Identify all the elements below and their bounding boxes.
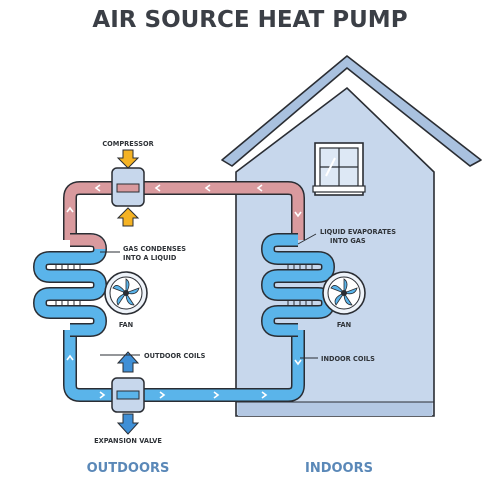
fan-icon bbox=[104, 271, 148, 315]
indoor-fan-label: FAN bbox=[337, 321, 351, 329]
compressor-arrow-down bbox=[116, 149, 140, 169]
zone-outdoors: OUTDOORS bbox=[87, 461, 170, 476]
compressor-arrow-up bbox=[116, 207, 140, 227]
expansion-valve-label: EXPANSION VALVE bbox=[94, 437, 162, 445]
expansion-valve bbox=[111, 351, 145, 435]
zone-indoors: INDOORS bbox=[305, 461, 373, 476]
outdoor-fan-label: FAN bbox=[119, 321, 133, 329]
indoor-coils-label: INDOOR COILS bbox=[321, 355, 375, 363]
flow-arrow-icon bbox=[66, 184, 302, 399]
valve-arrow-down bbox=[116, 413, 140, 435]
gas-condenses-label-1: GAS CONDENSES bbox=[123, 245, 186, 253]
liquid-evaporates-label-2: INTO GAS bbox=[330, 237, 366, 245]
gas-condenses-label-2: INTO A LIQUID bbox=[123, 254, 177, 262]
diagram-title: AIR SOURCE HEAT PUMP bbox=[92, 7, 407, 33]
compressor-label: COMPRESSOR bbox=[102, 140, 153, 148]
outdoor-coils-label: OUTDOOR COILS bbox=[144, 352, 206, 360]
fan-icon bbox=[322, 271, 366, 315]
outdoor-coils bbox=[33, 233, 107, 337]
leader-lines bbox=[100, 233, 318, 359]
house-roof bbox=[221, 55, 482, 167]
liquid-evaporates-label-1: LIQUID EVAPORATES bbox=[320, 228, 396, 236]
refrigerant-loop bbox=[63, 181, 305, 402]
indoor-coils bbox=[261, 233, 335, 337]
hot-pipe bbox=[64, 182, 304, 240]
compressor bbox=[111, 149, 145, 227]
house-foundation bbox=[238, 402, 432, 416]
valve-arrow-up bbox=[116, 351, 140, 373]
cold-pipe bbox=[64, 330, 304, 401]
window-icon bbox=[312, 142, 366, 196]
